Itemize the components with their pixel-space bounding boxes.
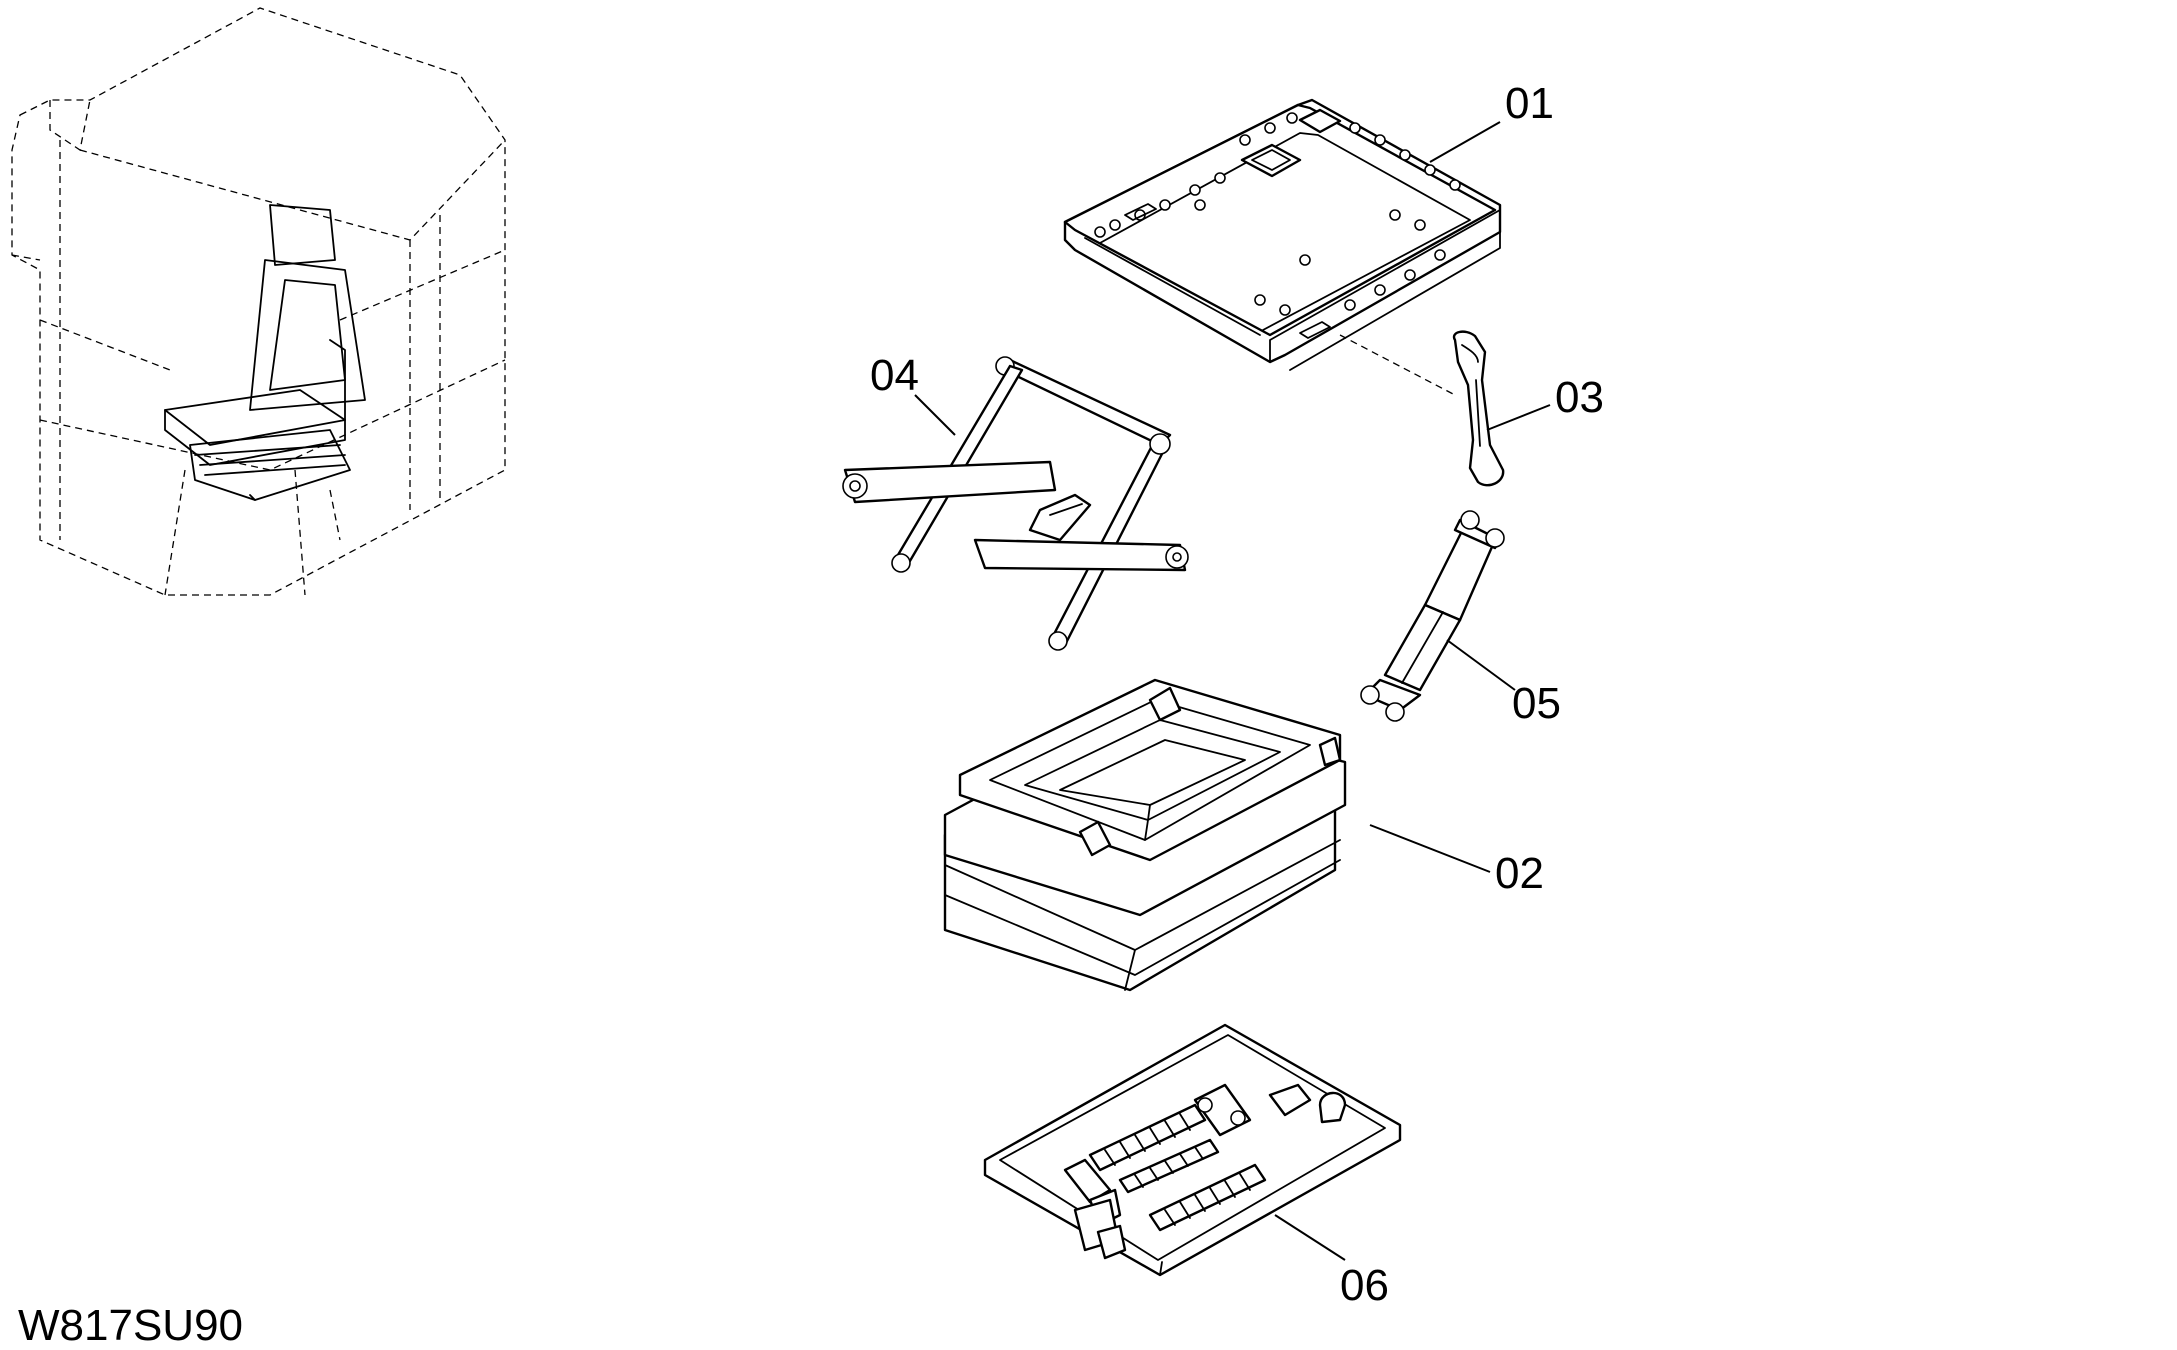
part-04-scissor-linkage bbox=[842, 356, 1189, 651]
part-03-lever bbox=[1452, 330, 1505, 487]
leader-lines bbox=[914, 121, 1551, 1261]
springs bbox=[1088, 1103, 1267, 1232]
part-06-base-spring-plate bbox=[983, 1023, 1402, 1277]
part-05-shock-absorber bbox=[1360, 510, 1505, 722]
callout-05: 05 bbox=[1512, 679, 1561, 728]
callout-02: 02 bbox=[1495, 849, 1544, 898]
callout-04: 04 bbox=[870, 351, 919, 400]
drawing-code: W817SU90 bbox=[18, 1301, 243, 1350]
part-01-top-mounting-plate bbox=[1063, 98, 1502, 396]
callout-01: 01 bbox=[1505, 79, 1554, 128]
callout-03: 03 bbox=[1555, 373, 1604, 422]
cab-locator-view bbox=[11, 7, 506, 596]
locator-seat bbox=[164, 204, 366, 501]
part-02-bellows bbox=[943, 678, 1347, 992]
callout-06: 06 bbox=[1340, 1261, 1389, 1310]
